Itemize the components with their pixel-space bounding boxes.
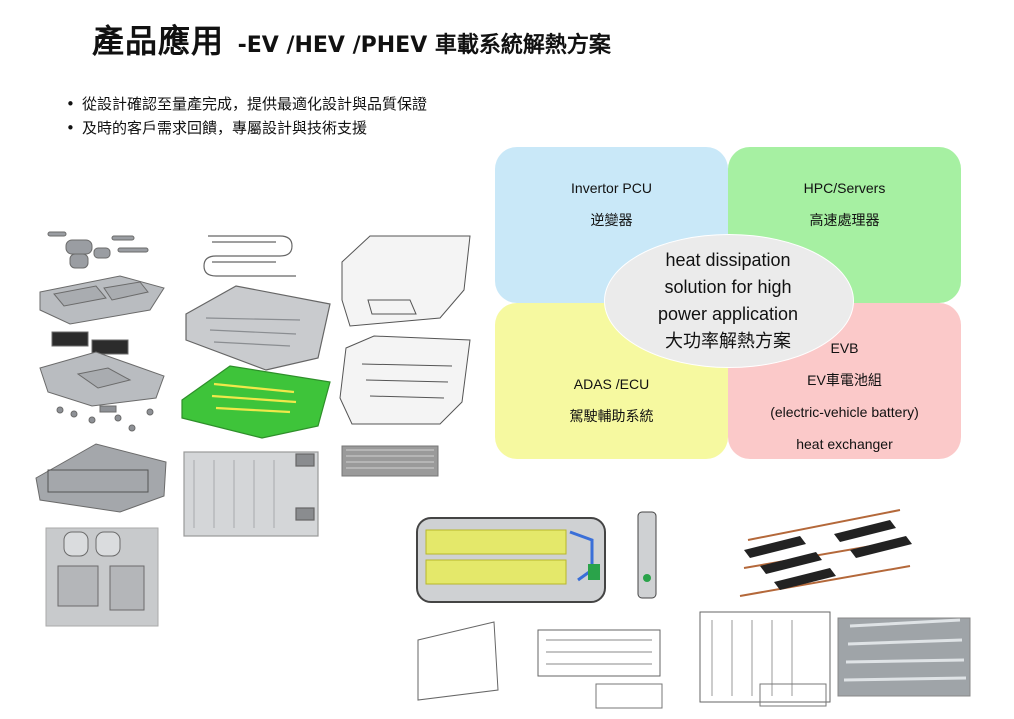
- bullet-item: 及時的客戶需求回饋，專屬設計與技術支援: [66, 116, 427, 140]
- bullet-item: 從設計確認至量產完成，提供最適化設計與品質保證: [66, 92, 427, 116]
- title-subtitle: -EV /HEV /PHEV 車載系統解熱方案: [237, 33, 611, 58]
- quadrant-label-en: EVB: [830, 340, 859, 356]
- quadrant-evb-text: EVB EV車電池組 (electric-vehicle battery) he…: [728, 332, 961, 460]
- adas-ecu-plate-view: [416, 511, 663, 709]
- quadrant-label-en: Invertor PCU: [571, 180, 652, 196]
- quadrant-invertor-text: Invertor PCU 逆變器: [495, 172, 728, 236]
- quadrant-label-zh: EV車電池組: [807, 372, 882, 388]
- bullet-list: 從設計確認至量產完成，提供最適化設計與品質保證 及時的客戶需求回饋，專屬設計與技…: [66, 92, 427, 140]
- quadrant-label-zh: 高速處理器: [809, 212, 880, 228]
- page-title: 產品應用 -EV /HEV /PHEV 車載系統解熱方案: [92, 16, 611, 62]
- inverter-exploded-view: [35, 231, 167, 627]
- quadrant-label-en: ADAS /ECU: [573, 376, 650, 392]
- quadrant-label-zh: 駕駛輔助系統: [569, 408, 654, 424]
- quadrant-label-en-2: (electric-vehicle battery): [770, 404, 919, 420]
- quadrant-adas-text: ADAS /ECU 駕駛輔助系統: [495, 368, 728, 432]
- plate-outline-view: [339, 235, 471, 477]
- quadrant-hpc-text: HPC/Servers 高速處理器: [728, 172, 961, 236]
- center-ellipse: [604, 234, 854, 368]
- cold-plate-view: [181, 235, 331, 537]
- center-line: solution for high: [664, 277, 792, 297]
- quadrant-label-zh: 逆變器: [590, 212, 633, 228]
- battery-heat-exchanger-view: [699, 509, 971, 707]
- center-text: heat dissipation solution for high power…: [604, 247, 852, 355]
- center-line: 大功率解熱方案: [665, 331, 791, 351]
- quadrant-label-en: HPC/Servers: [803, 180, 886, 196]
- center-line: heat dissipation: [665, 250, 791, 270]
- quadrant-label-en-3: heat exchanger: [796, 436, 893, 452]
- title-main: 產品應用: [92, 22, 225, 60]
- center-line: power application: [657, 304, 799, 324]
